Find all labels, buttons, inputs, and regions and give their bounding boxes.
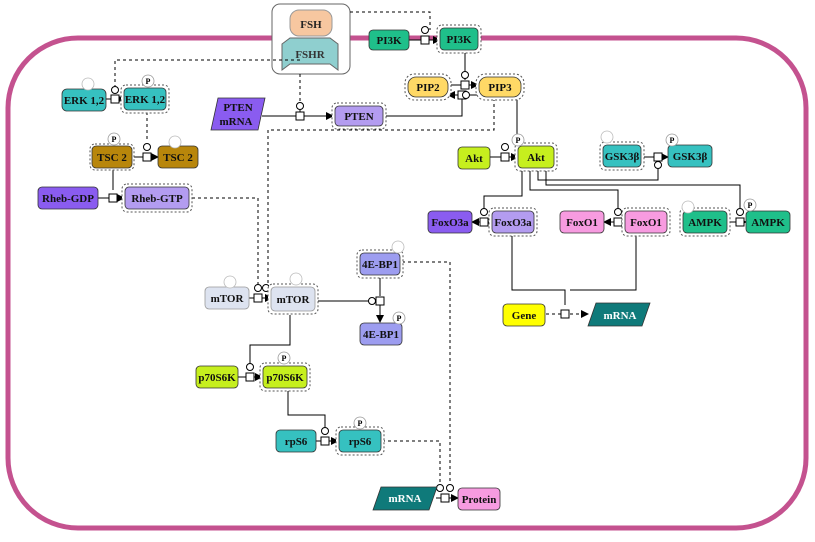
rps6-a-label: rpS6 [285, 436, 308, 448]
gsk3b-phospho: P [670, 136, 675, 145]
node-gsk3b-b[interactable]: GSK3β P [665, 133, 713, 168]
node-p70-a[interactable]: p70S6K [195, 365, 239, 389]
ampk-b-label: AMPK [751, 217, 785, 229]
state-indicators [81, 77, 695, 289]
node-p70-b[interactable]: p70S6K P [259, 351, 311, 392]
mtor-b-label: mTOR [277, 294, 311, 306]
rheb-gdp-label: Rheb-GDP [42, 193, 94, 205]
tsc2-b-label: TSC 2 [163, 152, 193, 164]
erk-phospho: P [146, 77, 151, 86]
gene-label: Gene [512, 310, 537, 322]
node-rps6-b[interactable]: rpS6 P [335, 416, 385, 456]
ampk-a-label: AMPK [688, 217, 722, 229]
rheb-gtp-label: Rheb-GTP [131, 193, 183, 205]
akt-b-label: Akt [527, 152, 545, 164]
akt-a-label: Akt [465, 153, 483, 165]
foxo3a-b-label: FoxO3a [494, 217, 532, 229]
pten-mrna-label-2: mRNA [220, 116, 253, 128]
erk-b-label: ERK 1,2 [125, 94, 166, 106]
mtor-a-label: mTOR [211, 293, 245, 305]
node-mtor-b[interactable]: mTOR [267, 283, 319, 315]
node-pi3k-b[interactable]: PI3K [436, 24, 482, 54]
node-rps6-a[interactable]: rpS6 [275, 429, 317, 453]
gsk3b-a-label: GSK3β [605, 151, 640, 163]
node-rheb-gdp[interactable]: Rheb-GDP [37, 186, 99, 210]
node-pip3[interactable]: PIP3 [475, 73, 525, 101]
pten-mrna-label-1: PTEN [223, 102, 252, 114]
node-tsc2-b[interactable]: TSC 2 [157, 145, 199, 169]
tsc2-a-label: TSC 2 [97, 152, 127, 164]
node-pip2[interactable]: PIP2 [404, 73, 452, 101]
node-pten[interactable]: PTEN [331, 102, 387, 130]
mrna-gene-label: mRNA [604, 310, 637, 322]
node-foxo3a-a[interactable]: FoxO3a [427, 210, 473, 234]
node-mtor-a[interactable]: mTOR [204, 286, 250, 310]
node-erk-b[interactable]: ERK 1,2 P [120, 74, 170, 114]
4ebp1-phospho: P [397, 314, 402, 323]
node-gsk3b-a[interactable]: GSK3β [599, 141, 645, 171]
node-akt-a[interactable]: Akt [457, 146, 491, 170]
node-protein[interactable]: Protein [457, 487, 501, 511]
node-mrna-protein[interactable]: mRNA [372, 486, 438, 511]
gsk3b-b-label: GSK3β [673, 151, 708, 163]
mrna-protein-label: mRNA [389, 493, 422, 505]
node-foxo1-a[interactable]: FoxO1 [559, 210, 605, 234]
node-erk-a[interactable]: ERK 1,2 [61, 88, 107, 112]
node-rheb-gtp[interactable]: Rheb-GTP [121, 183, 193, 213]
reaction-glyphs [108, 26, 745, 503]
pi3k-a-label: PI3K [376, 35, 402, 47]
node-pten-mrna[interactable]: PTEN mRNA [210, 97, 266, 131]
ampk-phospho: P [748, 201, 753, 210]
pip2-label: PIP2 [416, 82, 440, 94]
akt-phospho: P [516, 136, 521, 145]
node-mrna-gene[interactable]: mRNA [587, 302, 651, 327]
protein-label: Protein [462, 494, 497, 506]
erk-a-label: ERK 1,2 [64, 95, 105, 107]
rps6-b-label: rpS6 [349, 436, 372, 448]
p70-phospho: P [282, 354, 287, 363]
pip3-label: PIP3 [488, 82, 512, 94]
node-ampk-a[interactable]: AMPK [679, 207, 731, 237]
foxo1-b-label: FoxO1 [630, 217, 662, 229]
pten-label: PTEN [344, 111, 373, 123]
p70-b-label: p70S6K [266, 372, 304, 384]
node-4ebp1-b[interactable]: 4E-BP1 P [359, 311, 406, 346]
node-gene[interactable]: Gene [502, 303, 546, 327]
4ebp1-a-label: 4E-BP1 [362, 259, 398, 271]
p70-a-label: p70S6K [198, 372, 236, 384]
node-akt-b[interactable]: Akt P [511, 133, 558, 172]
node-foxo1-b[interactable]: FoxO1 [621, 207, 671, 237]
tsc2-phospho: P [112, 135, 117, 144]
fsh-label: FSH [300, 19, 322, 31]
pi3k-b-label: PI3K [446, 34, 472, 46]
4ebp1-b-label: 4E-BP1 [363, 329, 399, 341]
fshr-receptor: FSH FSHR [271, 3, 351, 75]
node-4ebp1-a[interactable]: 4E-BP1 [356, 249, 404, 279]
foxo1-a-label: FoxO1 [566, 217, 598, 229]
node-tsc2-a[interactable]: TSC 2 P [89, 132, 135, 171]
rps6-phospho: P [358, 419, 363, 428]
node-foxo3a-b[interactable]: FoxO3a [488, 207, 538, 237]
foxo3a-a-label: FoxO3a [431, 217, 469, 229]
node-ampk-b[interactable]: AMPK P [743, 198, 791, 234]
node-pi3k-a[interactable]: PI3K [368, 29, 410, 51]
fshr-label: FSHR [295, 49, 325, 61]
